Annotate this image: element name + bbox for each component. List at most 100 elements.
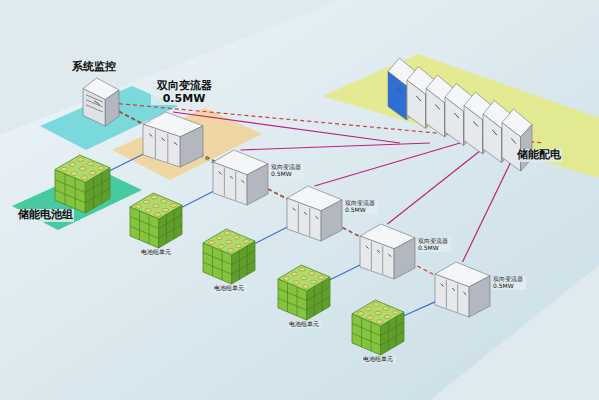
- node-label: 双向变流器 0.5MW: [492, 276, 526, 290]
- cabinet-vent: [473, 121, 478, 126]
- cabinet-vent: [241, 180, 244, 183]
- node-label: 双向变流器 0.5MW: [417, 238, 451, 252]
- battery-cube: 电池组单元: [203, 229, 255, 284]
- cell-cap: [218, 245, 224, 249]
- cell-cap: [358, 312, 364, 316]
- cell-cap: [309, 272, 315, 276]
- cabinet-vent: [397, 87, 402, 92]
- node-shape: [203, 229, 255, 284]
- cabinet-side: [247, 164, 268, 205]
- shape-group: [352, 300, 404, 355]
- cabinet-node: 双向变流器 0.5MW: [435, 262, 490, 317]
- cabinet-node: 双向变流器 0.5MW: [143, 112, 203, 167]
- shape-group: [388, 58, 532, 171]
- cabinet-front: [426, 89, 445, 137]
- cabinet-vent: [454, 113, 459, 118]
- cell-grid: [278, 288, 307, 300]
- cabinet-vent: [293, 208, 296, 211]
- node-label: 储能配电: [516, 149, 562, 162]
- cell-grid: [352, 323, 381, 335]
- cell-cap: [224, 231, 230, 235]
- connector-line: [315, 143, 461, 186]
- cell-cap: [155, 213, 161, 217]
- cabinet-vent: [452, 288, 455, 291]
- shape-group: [360, 224, 415, 279]
- node-shape: [130, 193, 182, 248]
- cabinet-node: 系统监控: [83, 78, 119, 126]
- monitor-slot: [86, 105, 103, 112]
- cell-cap: [226, 240, 232, 244]
- cabinet-node: 双向变流器 0.5MW: [213, 150, 268, 205]
- cell-grid: [222, 251, 223, 280]
- cabinet-node: 双向变流器 0.5MW: [287, 186, 342, 241]
- cell-cap: [291, 272, 297, 276]
- cell-grid: [307, 297, 330, 311]
- cabinet-door-line: [224, 168, 225, 197]
- node-shape: [360, 224, 415, 279]
- cabinet-door-line: [298, 204, 299, 233]
- cell-cap: [61, 167, 68, 171]
- connector-line: [173, 112, 400, 143]
- cell-grid: [361, 318, 362, 347]
- shape-group: [287, 186, 342, 241]
- cell-grid: [101, 173, 102, 204]
- battery-cube: 电池组单元: [130, 193, 182, 248]
- cabinet-front: [143, 124, 180, 167]
- cell-cap: [209, 241, 215, 245]
- cabinet-vent: [162, 138, 165, 141]
- shape-group: [130, 193, 182, 248]
- cell-cap: [87, 162, 94, 166]
- cell-cap: [243, 240, 249, 244]
- cell-cap: [234, 236, 240, 240]
- cell-cap: [216, 236, 222, 240]
- cabinet-front: [502, 123, 521, 171]
- cabinet-vent: [230, 176, 233, 179]
- cell-grid: [93, 177, 94, 208]
- cell-grid: [388, 321, 389, 350]
- cabinet-vent: [174, 142, 177, 145]
- cabinet-door-line: [446, 280, 447, 309]
- cell-cap: [136, 205, 142, 209]
- cell-grid: [174, 210, 175, 239]
- cabinet-vent: [388, 254, 391, 257]
- cabinet-door-line: [371, 242, 372, 271]
- cabinet-vent: [304, 212, 307, 215]
- shape-group: [278, 265, 330, 320]
- cabinet-vent: [149, 134, 152, 137]
- node-label: 电池组单元: [213, 285, 247, 292]
- cell-grid: [130, 216, 159, 228]
- cabinet-vent: [463, 292, 466, 295]
- cabinet-side: [521, 125, 532, 172]
- cell-cap: [162, 208, 168, 212]
- cell-cap: [365, 307, 371, 311]
- cell-grid: [287, 283, 288, 312]
- distribution-zone: [322, 54, 599, 178]
- cell-grid: [212, 247, 213, 276]
- cabinet-front: [464, 106, 483, 154]
- shape-group: [83, 78, 119, 126]
- connector-line: [241, 143, 431, 150]
- cabinet-front: [83, 89, 105, 126]
- cabinet-side: [321, 200, 342, 241]
- cabinet-door-line: [167, 134, 168, 163]
- connector-line: [110, 154, 143, 170]
- cell-grid: [55, 190, 85, 203]
- cell-grid: [149, 215, 150, 244]
- cabinet-vent: [219, 172, 222, 175]
- node-shape: [435, 262, 490, 317]
- cell-cap: [293, 281, 299, 285]
- cabinet-front: [407, 80, 426, 128]
- cell-grid: [232, 261, 255, 275]
- cell-grid: [371, 322, 372, 351]
- cabinet-front: [388, 72, 407, 120]
- shape-group: [213, 150, 268, 205]
- cell-cap: [367, 316, 373, 320]
- node-label: 双向变流器 0.5MW: [270, 164, 304, 178]
- cell-cap: [383, 307, 389, 311]
- node-label: 储能电池组: [17, 209, 74, 222]
- cabinet-front: [287, 198, 321, 241]
- cell-cap: [284, 277, 290, 281]
- cell-grid: [247, 246, 248, 275]
- cell-cap: [153, 204, 159, 208]
- cabinet-door-line: [382, 246, 383, 275]
